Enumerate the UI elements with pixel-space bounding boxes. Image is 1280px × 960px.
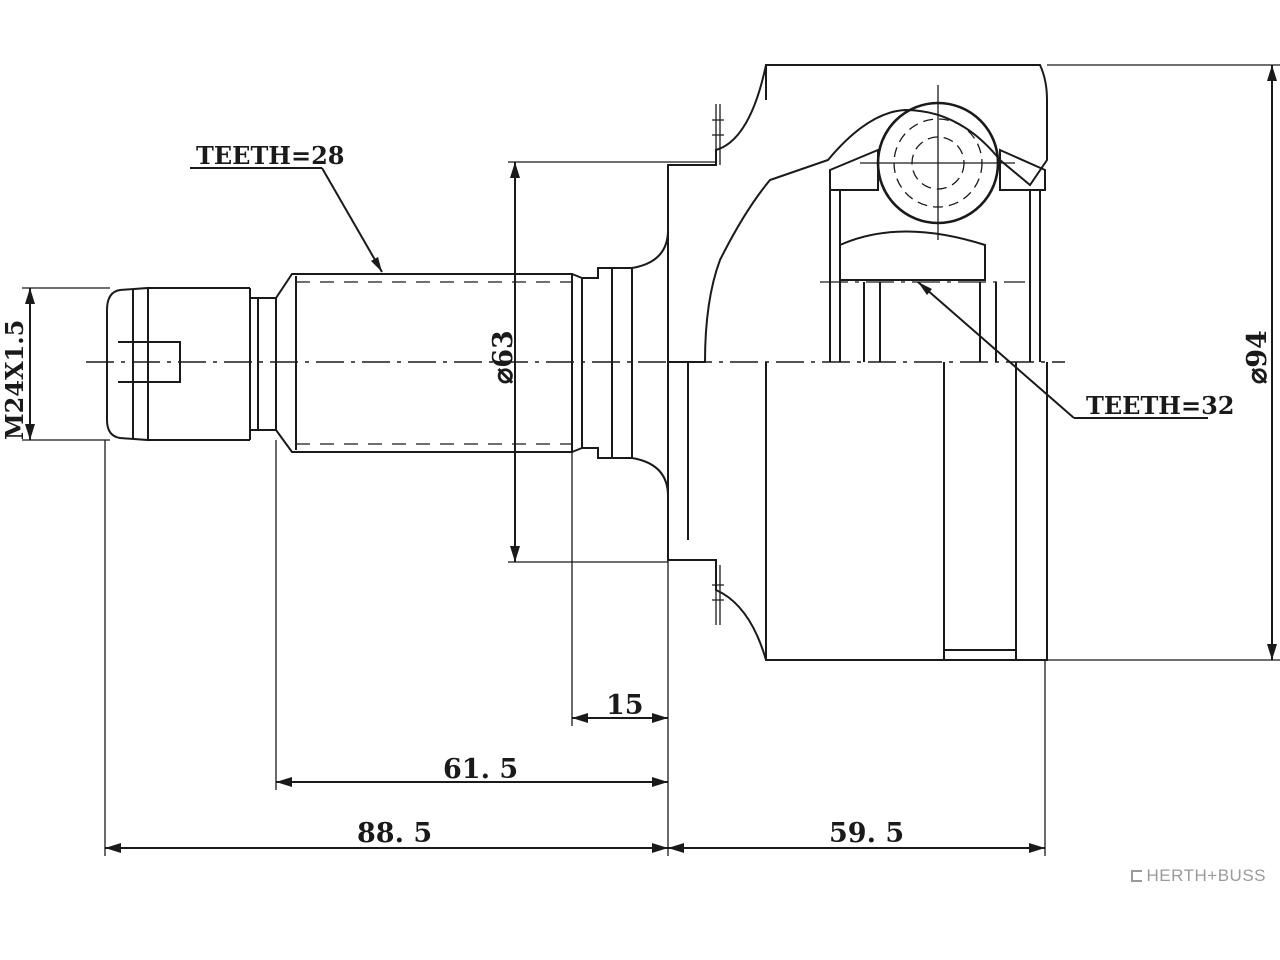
dia-94-dimension [1047, 64, 1280, 661]
brand-watermark: HERTH+BUSS [1130, 866, 1266, 886]
len-15-dimension [572, 713, 668, 723]
dia-63-dimension [508, 161, 716, 563]
len-61-5-label: 61. 5 [443, 754, 518, 785]
extension-lines [104, 440, 1046, 856]
teeth-32-leader [917, 281, 1208, 419]
len-61-5-dimension [276, 777, 668, 787]
thread-stub [106, 286, 277, 442]
thread-dimension [22, 287, 110, 441]
len-59-5-dimension [668, 843, 1045, 853]
len-88-5-label: 88. 5 [357, 818, 432, 849]
ball-cage [820, 85, 1046, 362]
teeth-28-label: TEETH=28 [196, 141, 345, 170]
joint-housing [667, 64, 1048, 661]
dia-94-label: ⌀94 [1242, 330, 1273, 384]
splined-shaft [275, 229, 669, 497]
len-15-label: 15 [606, 690, 644, 721]
teeth-28-leader [190, 167, 383, 273]
teeth-32-label: TEETH=32 [1086, 391, 1235, 420]
dia-63-label: ⌀63 [488, 330, 519, 384]
brand-logo-icon [1130, 870, 1142, 882]
len-88-5-dimension [105, 843, 668, 853]
brand-name: HERTH+BUSS [1146, 866, 1266, 885]
len-59-5-label: 59. 5 [829, 818, 904, 849]
thread-label: M24X1.5 [0, 320, 29, 440]
